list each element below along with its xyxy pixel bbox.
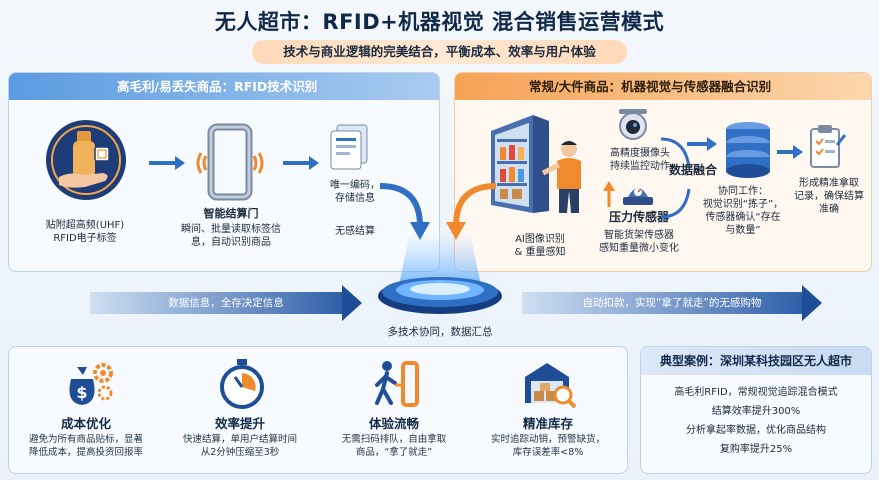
hub-label: 多技术协同，数据汇总: [387, 326, 493, 338]
database-icon: [726, 122, 770, 178]
vision-panel: 常规/大件商品：机器视觉与传感器融合识别 AI图像识别 & 重量感知 高精度摄像…: [454, 72, 872, 272]
data-hub-icon: [378, 232, 502, 314]
shelf-label-1: AI图像识别: [515, 234, 565, 245]
benefit-desc: 无需扫码排队，自由拿取商品，“拿了就走”: [341, 434, 447, 458]
collab-label-1: 协同工作：: [718, 186, 768, 197]
case-study-card: 典型案例：深圳某科技园区无人超市 高毛利RFID，常规视觉追踪混合模式 结算效率…: [640, 346, 872, 474]
smart-gate-desc-1: 瞬间、批量读取标签信: [181, 224, 281, 235]
svg-text:$: $: [76, 383, 87, 402]
arrow-up-icon: [603, 181, 615, 207]
case-study-line: 高毛利RFID，常规视觉追踪混合模式: [674, 387, 838, 398]
benefits-card: $ 成本优化 避免为所有商品贴标，显著降低成本，提高投资回报率 效率提升 快速结…: [8, 346, 628, 474]
unique-code-label-2: 存储信息: [335, 193, 375, 204]
camera-icon: [619, 109, 647, 140]
arrow-right-icon: [687, 137, 717, 151]
rfid-panel-title: 高毛利/易丢失商品：RFID技术识别: [9, 73, 439, 100]
collab-label-3: 传感器确认“存在: [705, 212, 781, 223]
case-study-line: 复购率提升25%: [719, 444, 793, 455]
warehouse-search-icon: [525, 363, 577, 409]
record-label-1: 形成精准拿取: [799, 178, 859, 189]
left-flow-arrow: 数据信息，全存决定信息: [90, 285, 362, 321]
shelf-label-2: & 重量感知: [514, 247, 566, 258]
right-flow-arrow-text: 自动扣款，实现“拿了就走”的无感购物: [582, 297, 762, 309]
smart-gate-desc-2: 息，自动识别商品: [191, 237, 271, 248]
benefit-title: 精准库存: [522, 416, 573, 431]
collab-label-2: 视觉识别“拣子”，: [702, 199, 784, 210]
left-flow-arrow-text: 数据信息，全存决定信息: [168, 297, 284, 309]
camera-label-2: 持续监控动作: [610, 161, 670, 172]
document-icon: [330, 124, 368, 170]
page-subtitle: 技术与商业逻辑的完美结合，平衡成本、效率与用户体验: [252, 40, 627, 64]
money-bag-gear-icon: $: [69, 363, 113, 405]
arrow-right-icon: [149, 156, 185, 170]
benefit-inventory: 精准库存 实时追踪动销，预警缺货，库存误差率<8%: [473, 347, 623, 475]
seamless-checkout-label: 无感结算: [335, 226, 375, 237]
walking-person-gate-icon: [375, 361, 419, 407]
benefit-desc: 快速结算，单用户结算时间从2分钟压缩至3秒: [182, 434, 297, 458]
rfid-tag-label-1: 贴附超高频(UHF): [45, 220, 125, 231]
benefit-title: 成本优化: [60, 416, 111, 431]
clipboard-check-icon: [810, 125, 847, 168]
pressure-sensor-desc-2: 感知重量微小变化: [599, 243, 679, 254]
benefit-desc: 避免为所有商品贴标，显著降低成本，提高投资回报率: [28, 434, 143, 458]
pressure-sensor-title: 压力传感器: [608, 210, 669, 224]
record-label-2: 记录，确保结算: [794, 191, 864, 202]
arrow-right-icon: [777, 145, 803, 159]
rfid-panel: 高毛利/易丢失商品：RFID技术识别 贴附超高频(UHF) RFID电子标签 智…: [8, 72, 440, 272]
data-fusion-title: 数据融合: [668, 163, 717, 177]
fusion-arrows-icon: [660, 137, 691, 219]
smart-shelf-shopper-icon: [491, 115, 581, 213]
smart-gate-icon: [196, 123, 264, 201]
weight-scale-icon: [623, 188, 653, 205]
benefit-efficiency: 效率提升 快速结算，单用户结算时间从2分钟压缩至3秒: [165, 347, 315, 475]
stopwatch-icon: [220, 359, 264, 409]
camera-label-1: 高精度摄像头: [610, 148, 670, 159]
rfid-tag-bottle-icon: [46, 120, 126, 200]
rfid-tag-label-2: RFID电子标签: [53, 233, 117, 244]
page-title: 无人超市：RFID+机器视觉 混合销售运营模式: [214, 10, 665, 34]
benefit-title: 效率提升: [214, 416, 265, 431]
curved-arrow-right-icon: [446, 183, 497, 240]
benefit-experience: 体验流畅 无需扫码排队，自由拿取商品，“拿了就走”: [319, 347, 469, 475]
curved-arrow-left-icon: [379, 183, 430, 240]
case-study-line: 结算效率提升300%: [711, 406, 801, 417]
benefit-cost: $ 成本优化 避免为所有商品贴标，显著降低成本，提高投资回报率: [11, 347, 161, 475]
pressure-sensor-desc-1: 智能货架传感器: [604, 230, 674, 241]
right-flow-arrow: 自动扣款，实现“拿了就走”的无感购物: [522, 285, 822, 321]
unique-code-label-1: 唯一编码，: [330, 180, 380, 191]
smart-gate-title: 智能结算门: [203, 207, 259, 220]
vision-panel-title: 常规/大件商品：机器视觉与传感器融合识别: [455, 73, 871, 100]
benefit-desc: 实时追踪动销，预警缺货，库存误差率<8%: [490, 434, 605, 458]
benefit-title: 体验流畅: [368, 416, 419, 431]
record-label-3: 准确: [819, 204, 839, 215]
arrow-right-icon: [283, 156, 319, 170]
case-study-line: 分析拿起率数据，优化商品结构: [686, 425, 826, 436]
case-study-title: 典型案例：深圳某科技园区无人超市: [641, 347, 871, 375]
collab-label-4: 与数量”: [725, 225, 761, 236]
